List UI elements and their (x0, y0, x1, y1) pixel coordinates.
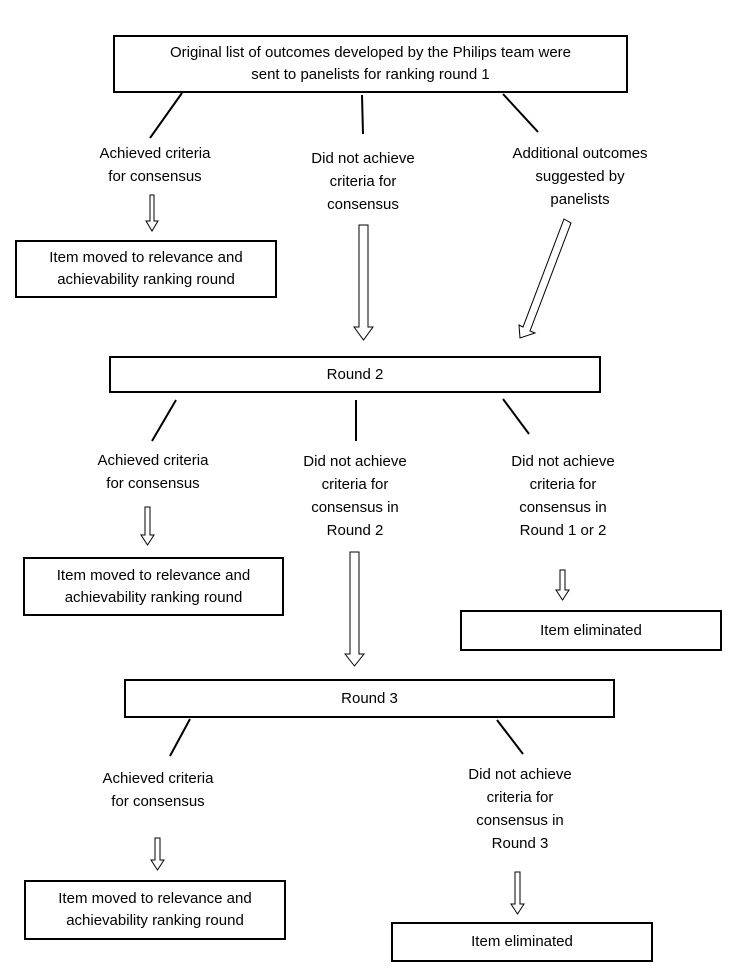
connector-line-r2-right (502, 398, 530, 435)
box-round-3: Round 3 (124, 679, 615, 718)
arrow-r2-achieved (140, 506, 155, 546)
arrow-r2-not-achieved-to-round3 (343, 551, 366, 667)
connector-line-r1-left (149, 92, 183, 139)
label-r2-achieved-criteria: Achieved criteria for consensus (97, 452, 209, 492)
box-item-eliminated-round2: Item eliminated (460, 610, 722, 651)
connector-line-r3-left (169, 718, 191, 757)
connector-line-r2-left (151, 399, 177, 442)
label-r2-did-not-achieve: Did not achieve criteria for consensus i… (303, 453, 407, 539)
box-item-moved-round2: Item moved to relevance and achievabilit… (23, 557, 284, 616)
box-item-eliminated-round3: Item eliminated (391, 922, 653, 962)
arrow-r1-achieved (145, 194, 159, 232)
arrow-r3-achieved (150, 837, 165, 871)
box-item-moved-round3: Item moved to relevance and achievabilit… (24, 880, 286, 940)
label-r1-achieved-criteria: Achieved criteria for consensus (99, 145, 211, 185)
box-round-2: Round 2 (109, 356, 601, 393)
arrow-r3-to-eliminated (510, 871, 525, 915)
label-r2-did-not-achieve-round1-or-2: Did not achieve criteria for consensus i… (511, 453, 615, 539)
connector-line-r1-middle (361, 94, 364, 135)
connector-line-r1-right (502, 93, 539, 133)
arrow-r1-additional-to-round2 (518, 218, 572, 339)
box-original-outcomes: Original list of outcomes developed by t… (113, 35, 628, 93)
label-r3-achieved-criteria: Achieved criteria for consensus (102, 770, 214, 810)
connector-line-r3-right (496, 719, 524, 755)
arrow-r2-to-eliminated (555, 569, 570, 601)
label-r1-additional-outcomes: Additional outcomes suggested by panelis… (512, 145, 648, 208)
box-item-moved-round1: Item moved to relevance and achievabilit… (15, 240, 277, 298)
label-r3-did-not-achieve: Did not achieve criteria for consensus i… (468, 766, 572, 852)
arrow-r1-not-achieved-to-round2 (353, 224, 374, 341)
label-r1-did-not-achieve: Did not achieve criteria for consensus (311, 150, 415, 213)
